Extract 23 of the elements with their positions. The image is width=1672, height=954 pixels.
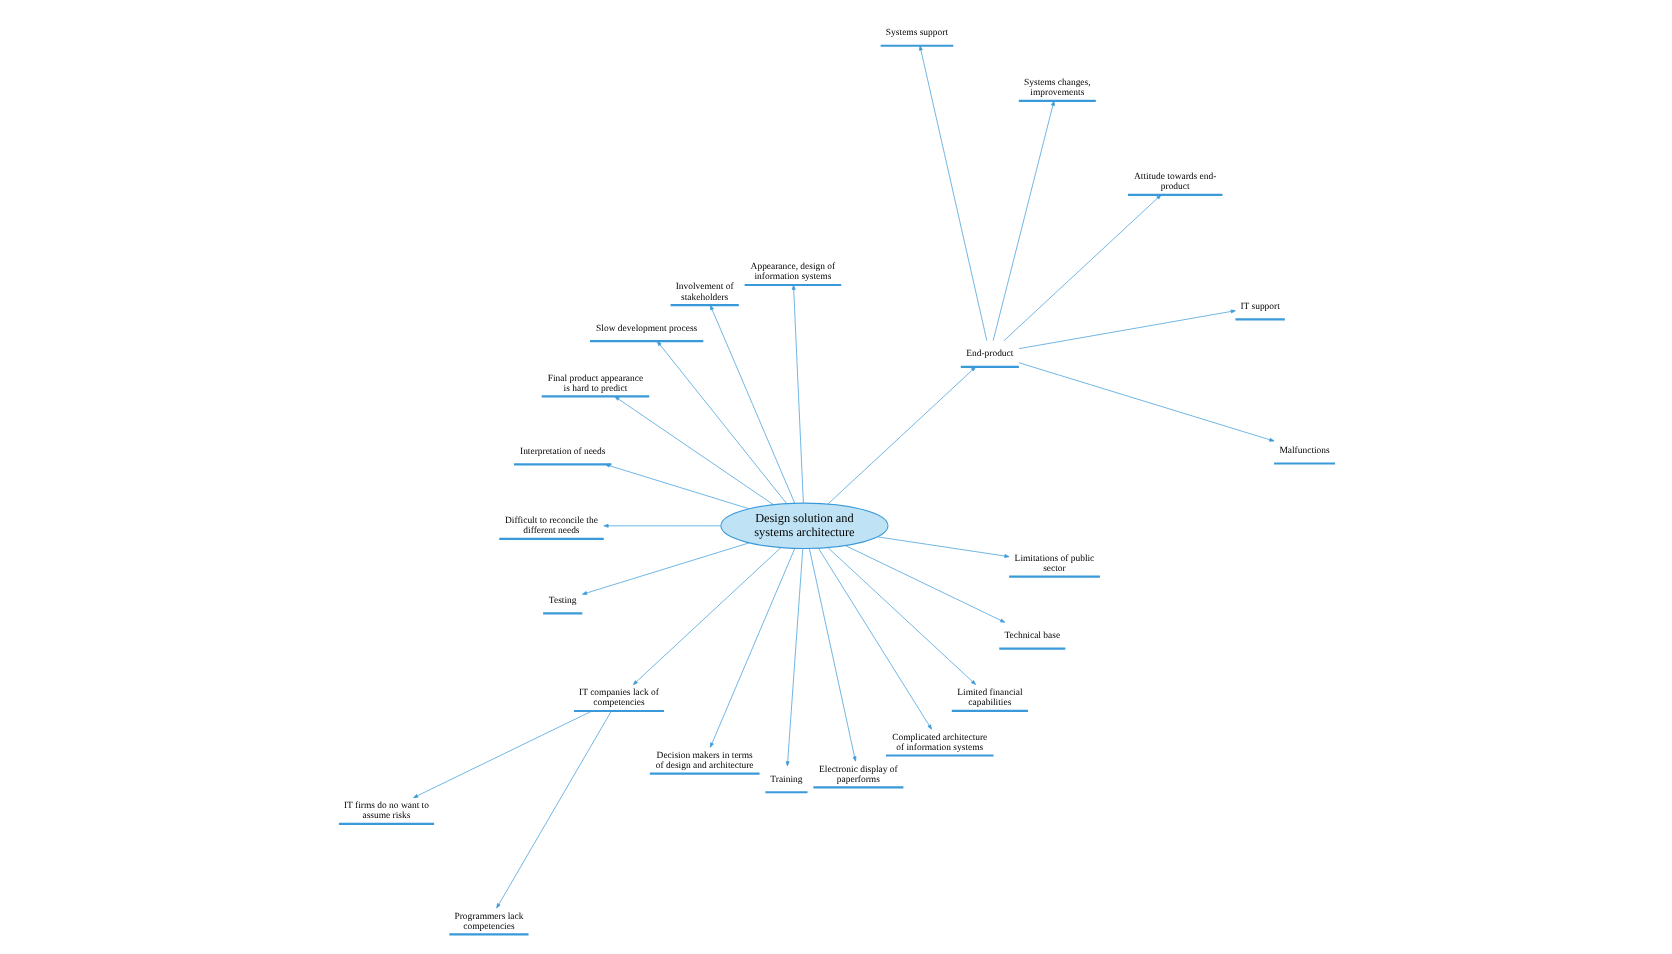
arrow: [844, 545, 1005, 623]
arrow: [495, 710, 611, 909]
arrow: [876, 536, 1009, 558]
arrow: [826, 547, 975, 685]
arrow: [808, 548, 856, 762]
arrow: [613, 396, 773, 506]
arrow: [918, 45, 987, 341]
arrow: [991, 100, 1054, 341]
arrow: [1017, 362, 1274, 442]
arrow: [1002, 194, 1161, 341]
arrow: [784, 548, 803, 767]
arrow: [709, 305, 795, 504]
arrow: [790, 284, 803, 504]
arrow: [826, 366, 975, 505]
arrow: [581, 542, 749, 595]
arrow: [602, 523, 720, 528]
arrow: [603, 463, 749, 510]
arrow: [412, 710, 592, 799]
arrow: [631, 547, 781, 686]
arrow: [708, 547, 795, 748]
arrow: [655, 340, 787, 505]
arrow: [1017, 309, 1235, 350]
arrow: [817, 547, 931, 730]
